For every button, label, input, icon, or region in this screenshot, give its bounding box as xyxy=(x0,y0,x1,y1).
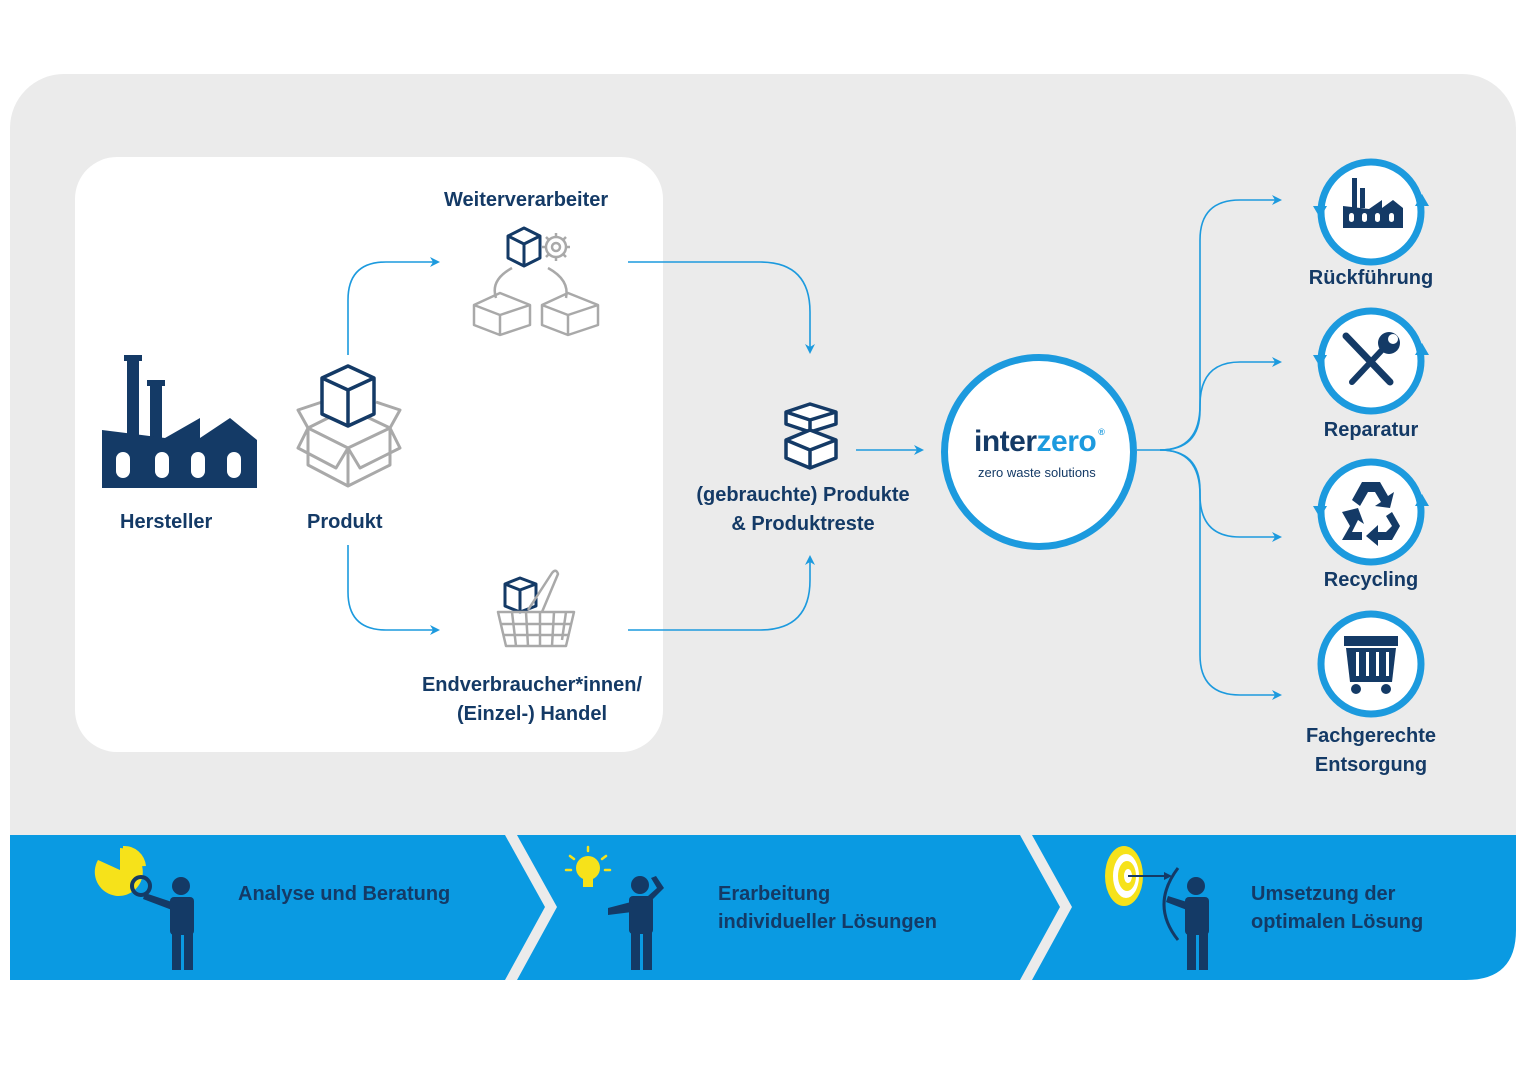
stage-erarbeitung-line2: individueller Lösungen xyxy=(718,911,937,933)
tools-icon xyxy=(1342,332,1400,386)
logo-tagline: zero waste solutions xyxy=(978,465,1096,480)
arrow-produkt-end xyxy=(347,545,440,635)
arrow-end-gebraucht xyxy=(628,555,815,631)
label-recycling: Recycling xyxy=(1323,569,1419,591)
stage-umsetzung-line1: Umsetzung der xyxy=(1251,883,1396,905)
stage-umsetzung-line2: optimalen Lösung xyxy=(1251,911,1424,933)
stage-erarbeitung-line1: Erarbeitung xyxy=(718,883,831,905)
outcome-entsorgung xyxy=(1317,610,1425,718)
outcome-rueckfuehrung xyxy=(1313,158,1429,266)
label-gebrauchte-line2: & Produktreste xyxy=(731,513,875,535)
stage-umsetzung-bg xyxy=(1032,835,1516,980)
outcome-reparatur xyxy=(1313,307,1429,415)
analyst-person-icon xyxy=(130,875,194,970)
logo-wordmark: interzero® xyxy=(974,425,1105,459)
return-factory-icon xyxy=(1343,178,1403,228)
box-gear-icon xyxy=(472,226,600,337)
label-endverbraucher-line1: Endverbraucher*innen/ xyxy=(421,674,643,696)
logo-registered: ® xyxy=(1098,427,1105,437)
stage-umsetzung-label: Umsetzung der optimalen Lösung xyxy=(1251,880,1423,936)
logo-word-inter: inter xyxy=(974,425,1037,458)
arrow-entsorgung xyxy=(1159,449,1282,700)
label-rueckfuehrung: Rückführung xyxy=(1308,267,1434,289)
archer-person-icon xyxy=(1162,867,1209,970)
label-gebrauchte-produkte: (gebrauchte) Produkte & Produktreste xyxy=(682,481,924,539)
waste-container-icon xyxy=(1344,636,1398,694)
label-entsorgung-line2: Entsorgung xyxy=(1314,754,1428,776)
stage-analyse-bg xyxy=(10,835,545,980)
label-reparatur: Reparatur xyxy=(1323,419,1419,441)
stacked-boxes-icon xyxy=(784,402,838,470)
label-entsorgung: Fachgerechte Entsorgung xyxy=(1281,722,1461,780)
interzero-logo: interzero® zero waste solutions xyxy=(941,354,1137,550)
label-hersteller: Hersteller xyxy=(120,511,213,533)
flow-arrows xyxy=(347,195,1282,700)
thinking-person-icon xyxy=(608,876,664,970)
arrow-recycling xyxy=(1159,449,1282,542)
recycle-icon xyxy=(1342,482,1400,546)
arrow-reparatur xyxy=(1159,357,1282,451)
shopping-basket-icon xyxy=(496,569,576,648)
factory-icon xyxy=(102,355,257,488)
outcome-recycling xyxy=(1313,458,1429,566)
arrow-weiter-gebraucht xyxy=(628,261,815,354)
label-produkt: Produkt xyxy=(307,511,383,533)
arrow-produkt-weiter xyxy=(347,257,440,355)
lightbulb-icon xyxy=(564,845,612,887)
label-weiterverarbeiter: Weiterverarbeiter xyxy=(444,189,609,211)
label-endverbraucher: Endverbraucher*innen/ (Einzel-) Handel xyxy=(405,671,659,729)
logo-word-zero: zero xyxy=(1036,425,1097,458)
stage-erarbeitung-bg xyxy=(517,835,1060,980)
open-box-icon xyxy=(296,364,402,488)
label-entsorgung-line1: Fachgerechte xyxy=(1305,725,1437,747)
arrow-rueckfuehrung xyxy=(1137,195,1282,451)
target-icon xyxy=(1105,846,1172,906)
label-endverbraucher-line2: (Einzel-) Handel xyxy=(456,703,607,725)
stage-analyse-label: Analyse und Beratung xyxy=(238,883,451,905)
process-band xyxy=(10,835,1516,980)
label-gebrauchte-line1: (gebrauchte) Produkte xyxy=(696,484,910,506)
stage-erarbeitung-label: Erarbeitung individueller Lösungen xyxy=(718,880,937,936)
